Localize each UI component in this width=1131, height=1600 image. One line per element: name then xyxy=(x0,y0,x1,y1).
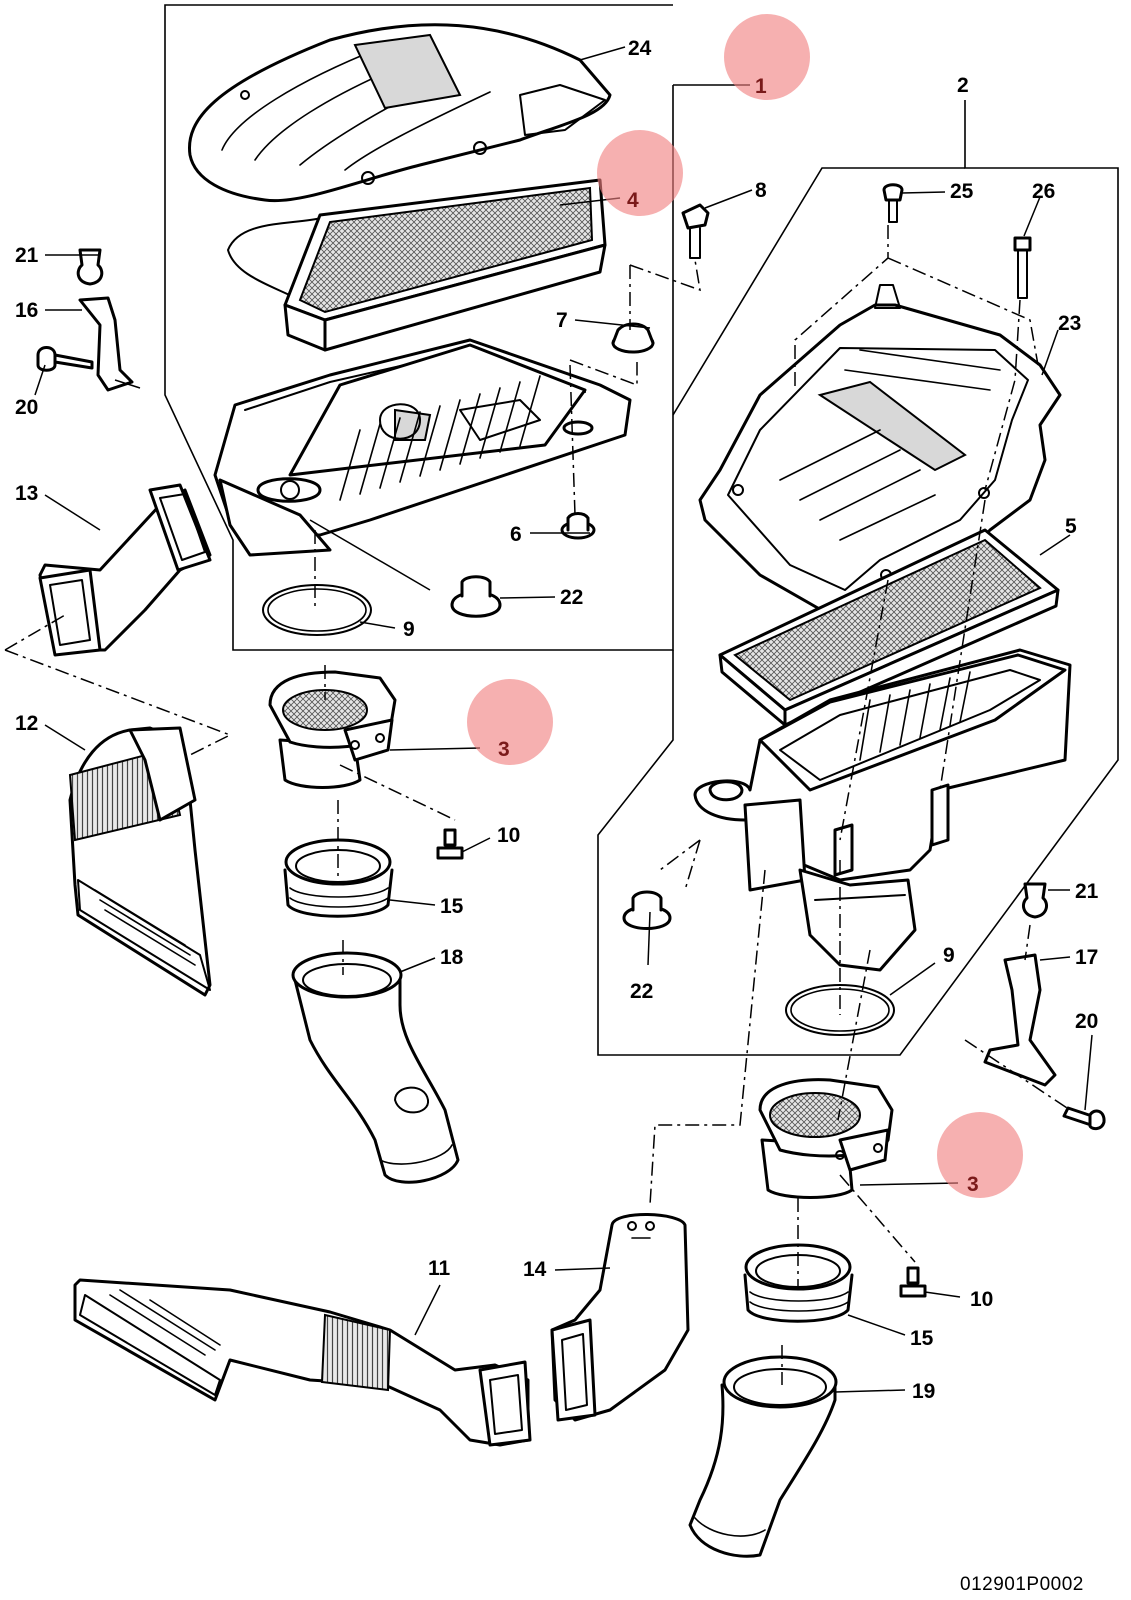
install-line-1 xyxy=(629,259,701,292)
highlight-marker-3-right xyxy=(937,1112,1023,1198)
install-line-3 xyxy=(569,359,638,387)
callout-6: 6 xyxy=(510,523,522,546)
callout-3-right: 3 xyxy=(967,1173,979,1196)
callout-20-right: 20 xyxy=(1075,1010,1098,1033)
grommet-6 xyxy=(560,512,596,540)
callout-13: 13 xyxy=(15,482,38,505)
callout-11: 11 xyxy=(428,1257,451,1280)
intake-duct-13 xyxy=(38,483,212,657)
callout-14: 14 xyxy=(523,1258,547,1281)
grommet-22-left xyxy=(450,575,502,618)
callout-22-left: 22 xyxy=(560,586,583,609)
callout-10-right: 10 xyxy=(970,1288,993,1311)
intake-pipe-19 xyxy=(688,1355,838,1558)
bolt-8 xyxy=(681,203,710,259)
callout-20-left: 20 xyxy=(15,396,38,419)
install-line-18 xyxy=(839,1174,916,1263)
install-line-17 xyxy=(837,949,871,1121)
bolt-20-right xyxy=(1062,1106,1106,1131)
coupling-ring-left xyxy=(283,838,394,918)
grommet-22-right xyxy=(622,890,672,930)
callout-4: 4 xyxy=(627,189,639,212)
grommet-7 xyxy=(611,322,655,354)
bolt-26 xyxy=(1013,236,1032,299)
callout-18: 18 xyxy=(440,946,464,969)
callout-15-left: 15 xyxy=(440,895,464,918)
callout-24: 24 xyxy=(628,37,652,60)
intake-duct-11 xyxy=(73,1278,532,1447)
o-ring-right xyxy=(785,984,895,1036)
drawing-number: 012901P0002 xyxy=(960,1574,1084,1595)
callout-1: 1 xyxy=(755,75,767,98)
install-line-13 xyxy=(839,499,986,841)
callout-2: 2 xyxy=(957,74,969,97)
screw-25 xyxy=(882,183,904,223)
rubber-mount-21-left xyxy=(76,248,104,286)
callout-5: 5 xyxy=(1065,515,1077,538)
maf-sensor-right xyxy=(758,1078,894,1199)
o-ring-left xyxy=(262,584,372,636)
install-line-11 xyxy=(794,225,1039,390)
callout-19: 19 xyxy=(912,1380,935,1403)
intake-duct-12 xyxy=(68,726,212,997)
bracket-16 xyxy=(78,296,141,392)
air-box-housing-left xyxy=(213,338,632,557)
filter-cover-left xyxy=(187,23,612,203)
bracket-17 xyxy=(983,953,1057,1087)
install-line-8 xyxy=(339,764,456,821)
bolt-20-left xyxy=(36,346,94,372)
callout-21-right: 21 xyxy=(1075,880,1099,903)
filter-element-left xyxy=(227,178,607,352)
assembly-2-frame xyxy=(597,100,1119,1056)
air-box-housing-right xyxy=(693,648,1072,972)
bolt-10-right xyxy=(899,1266,927,1298)
install-line-15 xyxy=(659,839,701,891)
bolt-10-left xyxy=(436,828,464,860)
highlight-marker-1 xyxy=(724,14,810,100)
install-line-6 xyxy=(4,614,232,756)
callout-12: 12 xyxy=(15,712,38,735)
o-ring-left-inner xyxy=(267,588,367,632)
callout-8: 8 xyxy=(755,179,767,202)
duct-elbow-14 xyxy=(550,1213,690,1422)
callout-21-left: 21 xyxy=(15,244,39,267)
callout-9-right: 9 xyxy=(943,944,955,967)
callout-15-right: 15 xyxy=(910,1327,934,1350)
rubber-mount-21-right xyxy=(1021,882,1049,919)
callout-3-left: 3 xyxy=(498,738,510,761)
callout-23: 23 xyxy=(1058,312,1081,335)
callout-17: 17 xyxy=(1075,946,1098,969)
callout-7: 7 xyxy=(556,309,568,332)
callout-10-left: 10 xyxy=(497,824,520,847)
callout-26: 26 xyxy=(1032,180,1055,203)
callout-22-right: 22 xyxy=(630,980,653,1003)
callout-25: 25 xyxy=(950,180,974,203)
install-line-12 xyxy=(984,299,1021,491)
leader-lines xyxy=(34,46,1093,1393)
highlight-marker-4 xyxy=(597,130,683,216)
maf-sensor-left xyxy=(268,670,397,789)
intake-pipe-18 xyxy=(291,951,460,1184)
install-line-4 xyxy=(569,364,576,516)
install-line-16 xyxy=(649,869,766,1206)
assembly-2-frame-link xyxy=(672,167,965,416)
highlight-marker-3-left xyxy=(467,679,553,765)
callout-16: 16 xyxy=(15,299,38,322)
install-line-21 xyxy=(964,924,1071,1111)
callout-9-left: 9 xyxy=(403,618,415,641)
